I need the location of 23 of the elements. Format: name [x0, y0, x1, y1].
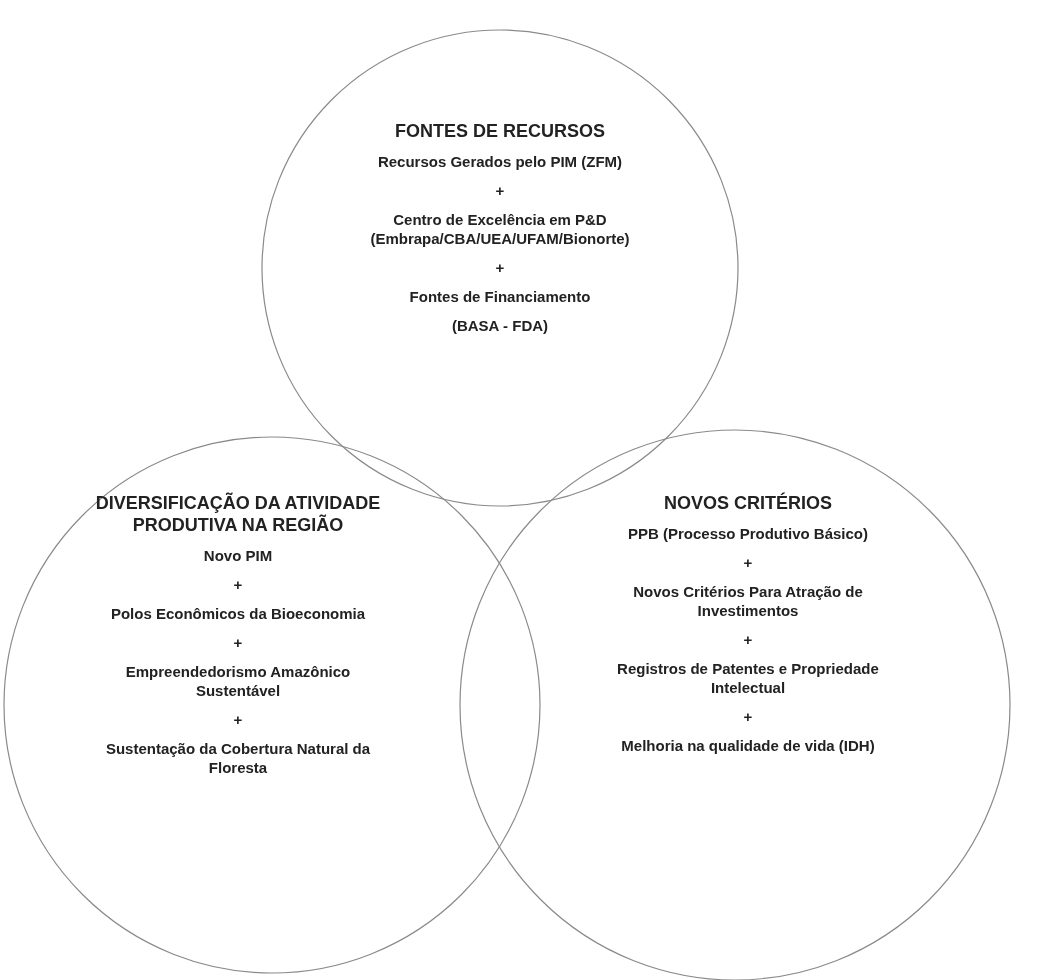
plus-sign: +	[495, 258, 505, 277]
item-text: Empreendedorismo Amazônico Sustentável	[124, 662, 352, 700]
plus-sign: +	[743, 553, 753, 572]
item-text: PPB (Processo Produtivo Básico)	[627, 524, 869, 543]
circle-heading: FONTES DE RECURSOS	[395, 120, 605, 142]
item-text: Registros de Patentes e Propriedade Intelectual	[616, 659, 880, 697]
item-text: Sustentação da Cobertura Natural da Floresta	[104, 739, 372, 777]
item-text: Novos Critérios Para Atração de Investimentos	[632, 582, 864, 620]
item-text: Recursos Gerados pelo PIM (ZFM)	[377, 152, 623, 171]
plus-sign: +	[743, 707, 753, 726]
plus-sign: +	[233, 575, 243, 594]
item-text: Melhoria na qualidade de vida (IDH)	[621, 736, 875, 755]
plus-sign: +	[233, 633, 243, 652]
item-text: Polos Econômicos da Bioeconomia	[110, 604, 366, 623]
plus-sign: +	[495, 181, 505, 200]
item-text: (BASA - FDA)	[451, 316, 549, 335]
item-text: Novo PIM	[203, 546, 273, 565]
item-text: Fontes de Financiamento	[409, 287, 591, 306]
circle-heading: DIVERSIFICAÇÃO DA ATIVIDADE PRODUTIVA NA REGIÃO	[94, 492, 382, 536]
circle-heading: NOVOS CRITÉRIOS	[664, 492, 832, 514]
plus-sign: +	[743, 630, 753, 649]
plus-sign: +	[233, 710, 243, 729]
item-text: Centro de Excelência em P&D (Embrapa/CBA/UEA/UFAM/Bionorte)	[369, 210, 631, 248]
